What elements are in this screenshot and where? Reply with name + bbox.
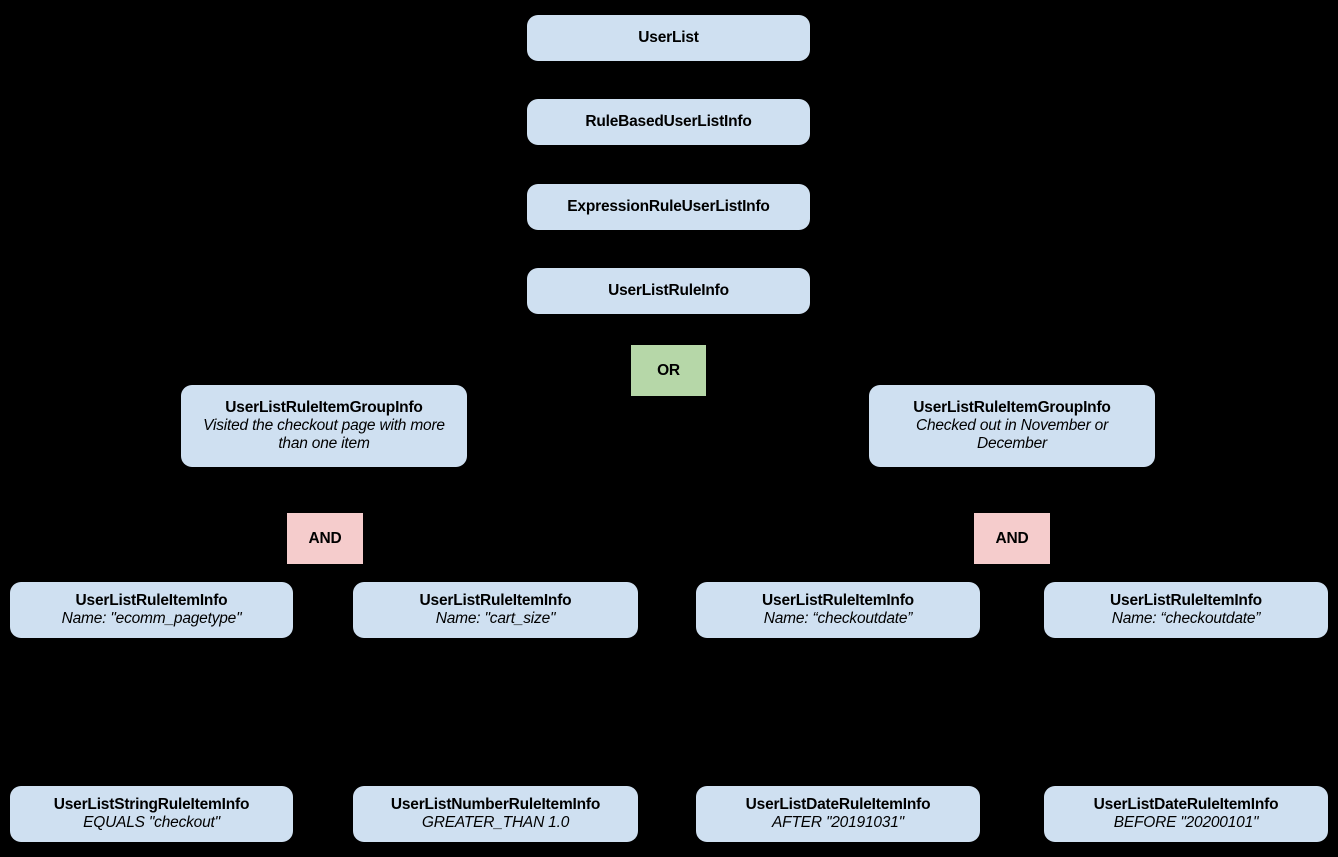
edge-user-list-rule-info-to-group-left (317, 313, 670, 387)
node-title: UserListRuleItemInfo (1110, 592, 1262, 610)
node-subtitle: Name: "ecomm_pagetype" (61, 610, 242, 627)
node-title: UserListRuleInfo (608, 282, 729, 300)
node-user-list-rule-info[interactable]: UserListRuleInfo (527, 268, 810, 314)
node-subtitle: Visited the checkout page with more than… (203, 417, 445, 452)
node-operator-and-right[interactable]: AND (974, 513, 1050, 564)
node-title: UserListRuleItemGroupInfo (225, 399, 423, 417)
node-title: UserListRuleItemInfo (419, 592, 572, 610)
node-title: UserListStringRuleItemInfo (53, 796, 250, 814)
edge-user-list-rule-info-to-group-right (667, 313, 1019, 387)
node-title: UserListDateRuleItemInfo (1093, 796, 1279, 814)
node-operator-and-left[interactable]: AND (287, 513, 363, 564)
node-operator-or[interactable]: OR (631, 345, 706, 396)
node-title: AND (308, 529, 342, 547)
node-subtitle: Checked out in November or December (915, 417, 1109, 452)
node-title: UserListRuleItemInfo (762, 592, 914, 610)
node-title: UserList (638, 29, 699, 47)
node-title: UserListRuleItemInfo (75, 592, 228, 610)
node-title: ExpressionRuleUserListInfo (567, 198, 770, 216)
node-title: UserListNumberRuleItemInfo (390, 796, 601, 814)
node-title: AND (995, 529, 1029, 547)
node-subtitle: EQUALS "checkout" (83, 814, 220, 831)
node-subtitle: Name: “checkoutdate” (1111, 610, 1261, 627)
node-user-list[interactable]: UserList (527, 15, 810, 61)
node-rule-based-user-list-info[interactable]: RuleBasedUserListInfo (527, 99, 810, 145)
node-subtitle: BEFORE "20200101" (1113, 814, 1259, 831)
node-title: UserListRuleItemGroupInfo (913, 399, 1111, 417)
node-subtitle: GREATER_THAN 1.0 (421, 814, 570, 831)
node-subtitle: AFTER "20191031" (772, 814, 904, 831)
node-title: UserListDateRuleItemInfo (745, 796, 931, 814)
node-title: RuleBasedUserListInfo (585, 113, 752, 131)
node-subtitle: Name: “checkoutdate” (763, 610, 913, 627)
node-title: OR (657, 361, 680, 379)
node-expression-rule-user-list-info[interactable]: ExpressionRuleUserListInfo (527, 184, 810, 230)
node-subtitle: Name: "cart_size" (435, 610, 556, 627)
